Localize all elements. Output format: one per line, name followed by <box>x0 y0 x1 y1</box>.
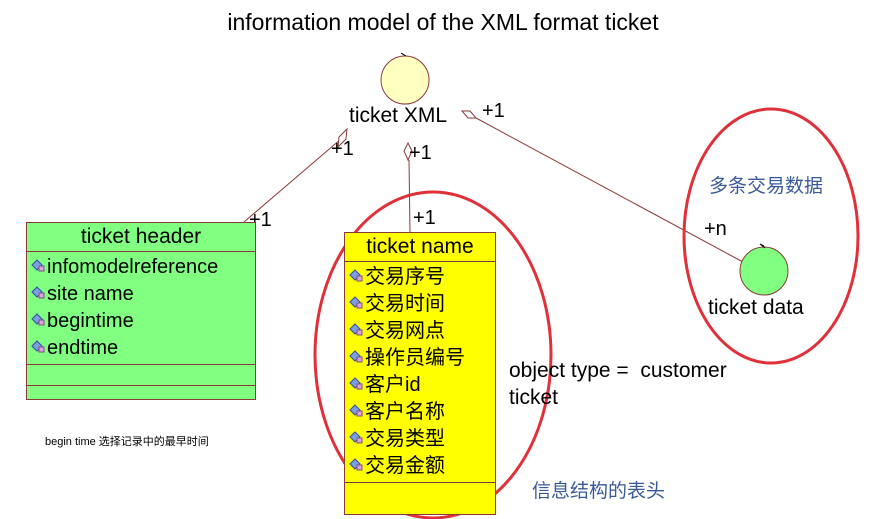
attribute-icon <box>349 403 363 416</box>
attribute-icon <box>349 322 363 335</box>
attribute-row[interactable]: 客户名称 <box>349 399 495 426</box>
attribute-icon <box>31 258 45 271</box>
ticket-header-class-name: ticket header <box>27 223 255 252</box>
multiplicity-root-data: +1 <box>482 100 505 122</box>
attribute-row[interactable]: site name <box>31 281 255 308</box>
data-hint-note: 多条交易数据 <box>709 176 824 197</box>
attribute-icon <box>349 376 363 389</box>
ticket-header-class[interactable]: ticket header infomodelreference site na… <box>26 222 256 400</box>
attribute-name: 交易时间 <box>365 293 445 315</box>
attribute-row[interactable]: 交易网点 <box>349 318 495 345</box>
attribute-name: 客户id <box>365 374 421 396</box>
attribute-icon <box>349 295 363 308</box>
attribute-icon <box>349 457 363 470</box>
attribute-row[interactable]: 客户id <box>349 372 495 399</box>
attribute-icon <box>31 339 45 352</box>
ticket-name-class[interactable]: ticket name 交易序号 交易时间 交易网点 操作员编号 客户id 客户… <box>344 232 496 515</box>
attribute-name: begintime <box>47 310 134 332</box>
data-node-arrow-icon <box>759 243 766 249</box>
root-node-arrow-icon <box>400 52 407 57</box>
multiplicity-data-end: +n <box>704 218 727 240</box>
attribute-row[interactable]: begintime <box>31 308 255 335</box>
attribute-icon <box>349 430 363 443</box>
attribute-row[interactable]: 交易时间 <box>349 291 495 318</box>
ticket-name-attributes: 交易序号 交易时间 交易网点 操作员编号 客户id 客户名称 交易类型 交易金 <box>345 262 495 483</box>
data-highlight-ellipse <box>682 107 860 365</box>
multiplicity-name-end: +1 <box>413 207 436 229</box>
attribute-name: 操作员编号 <box>365 347 465 369</box>
root-node-label: ticket XML <box>349 104 448 127</box>
data-node-label: ticket data <box>708 296 804 319</box>
attribute-row[interactable]: 操作员编号 <box>349 345 495 372</box>
ticket-header-operations <box>27 365 255 386</box>
header-aggregation-diamond <box>337 127 348 149</box>
data-association-line <box>475 117 744 263</box>
attribute-icon <box>31 285 45 298</box>
name-highlight-ellipse <box>313 190 553 519</box>
attribute-name: 交易网点 <box>365 320 445 342</box>
attribute-row[interactable]: 交易金额 <box>349 453 495 480</box>
attribute-name: 交易序号 <box>365 266 445 288</box>
attribute-row[interactable]: 交易序号 <box>349 264 495 291</box>
begin-time-note: begin time 选择记录中的最早时间 <box>45 436 209 448</box>
diagram-title: information model of the XML format tick… <box>227 9 659 35</box>
attribute-icon <box>31 312 45 325</box>
root-node-circle[interactable] <box>380 55 430 105</box>
attribute-name: site name <box>47 283 134 305</box>
attribute-name: 交易金额 <box>365 455 445 477</box>
data-node-circle[interactable] <box>739 246 789 296</box>
multiplicity-root-header: +1 <box>331 138 354 160</box>
ticket-header-attributes: infomodelreference site name begintime e… <box>27 252 255 365</box>
ticket-name-class-name: ticket name <box>345 233 495 262</box>
multiplicity-root-name: +1 <box>409 142 432 164</box>
attribute-name: infomodelreference <box>47 256 219 278</box>
attribute-name: 交易类型 <box>365 428 445 450</box>
name-aggregation-diamond <box>403 141 413 162</box>
attribute-name: endtime <box>47 337 119 359</box>
attribute-icon <box>349 268 363 281</box>
header-association-line <box>243 138 342 223</box>
attribute-row[interactable]: infomodelreference <box>31 254 255 281</box>
header-hint-note: 信息结构的表头 <box>532 481 666 502</box>
attribute-row[interactable]: 交易类型 <box>349 426 495 453</box>
object-type-note: object type = customer ticket <box>509 359 727 409</box>
data-aggregation-diamond <box>460 110 478 119</box>
attribute-row[interactable]: endtime <box>31 335 255 362</box>
attribute-icon <box>349 349 363 362</box>
attribute-name: 客户名称 <box>365 401 445 423</box>
